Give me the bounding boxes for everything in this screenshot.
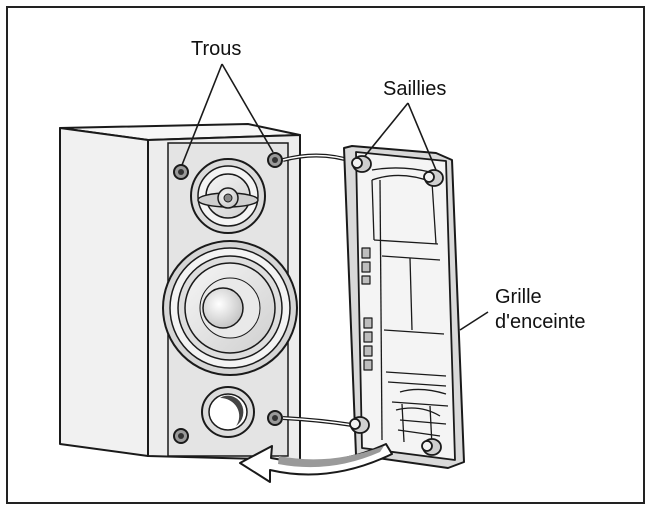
protrusion-top-left — [351, 155, 372, 173]
speaker-grille — [343, 145, 465, 469]
cabinet-holes — [173, 152, 283, 444]
protrusion-top-right — [423, 169, 444, 187]
tweeter — [190, 158, 266, 234]
grille-clips — [361, 247, 373, 371]
woofer — [162, 240, 298, 376]
label-grille-line2: d'enceinte — [495, 311, 586, 333]
leader-holes-left — [181, 63, 223, 166]
grille-back-face — [355, 151, 456, 461]
leader-holes-right — [221, 63, 274, 153]
grille-protrusions — [349, 155, 444, 456]
cabinet-side — [59, 127, 149, 457]
hole-top-left — [173, 164, 189, 180]
label-holes: Trous — [191, 38, 242, 60]
rotation-arrow — [239, 443, 393, 483]
leader-lines — [181, 63, 489, 331]
hole-bottom-right — [267, 410, 283, 426]
leader-protrusions-left — [364, 102, 409, 157]
bass-port — [201, 386, 255, 438]
hole-top-right — [267, 152, 283, 168]
protrusion-bottom-right — [421, 438, 442, 456]
leader-grille — [459, 311, 489, 331]
label-grille-line1: Grille — [495, 286, 542, 308]
grille-ribs — [371, 167, 449, 447]
leader-protrusions-right — [407, 102, 437, 171]
hole-bottom-left — [173, 428, 189, 444]
protrusion-bottom-left — [349, 416, 370, 434]
label-protrusions: Saillies — [383, 78, 447, 100]
